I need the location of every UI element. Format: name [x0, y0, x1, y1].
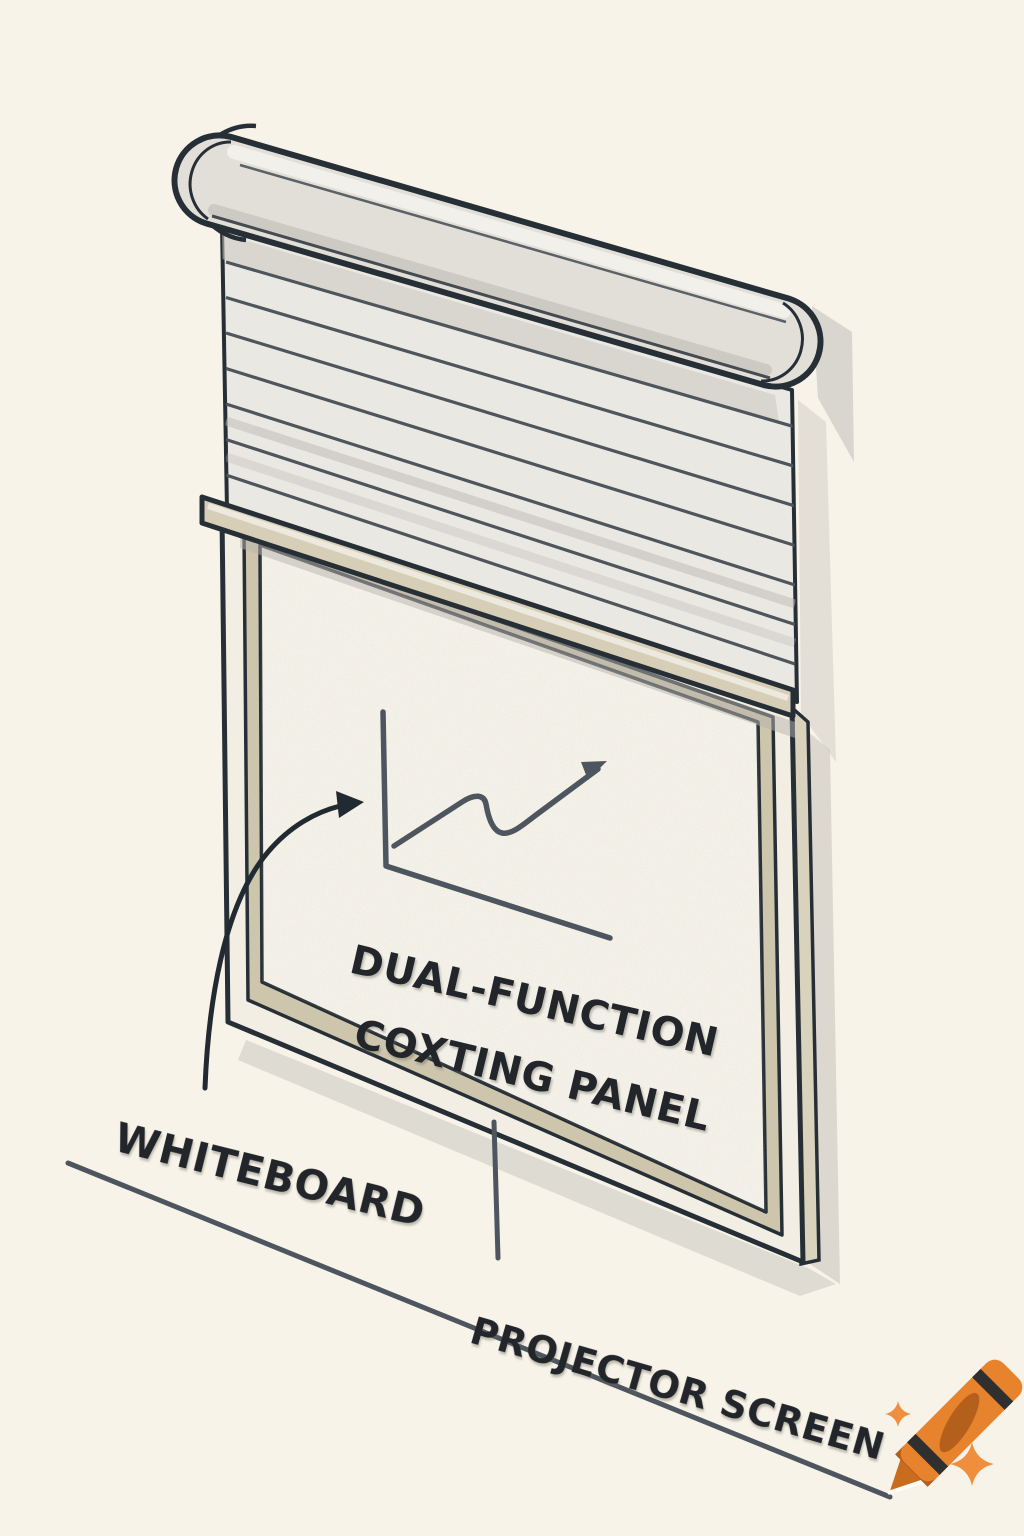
roller-seam-bottom	[211, 214, 771, 380]
roller-endcap-left	[188, 140, 232, 221]
roller-endcap-right	[760, 301, 804, 383]
leader-line	[491, 1119, 501, 1261]
curved-pointer-arrow	[202, 791, 364, 1091]
trend-chart-sketch	[380, 709, 613, 941]
wall-shadows	[238, 306, 854, 1296]
roller-blind	[199, 224, 799, 738]
chart-arrowhead-icon	[581, 761, 607, 780]
rail-shadow	[240, 532, 795, 738]
rail-highlight	[207, 503, 789, 701]
roller-tube	[171, 123, 824, 390]
pointer-arrowhead-icon	[336, 791, 364, 818]
roller-highlight	[227, 145, 791, 318]
panel-surface-texture	[260, 545, 766, 1212]
chart-axes	[380, 709, 613, 941]
roller-shade	[208, 204, 772, 376]
roller-seam-top	[239, 163, 787, 324]
diagonal-baseline	[65, 1160, 893, 1500]
chart-trend-line	[391, 766, 601, 849]
roller-body	[171, 132, 824, 390]
blind-slats	[222, 230, 797, 666]
